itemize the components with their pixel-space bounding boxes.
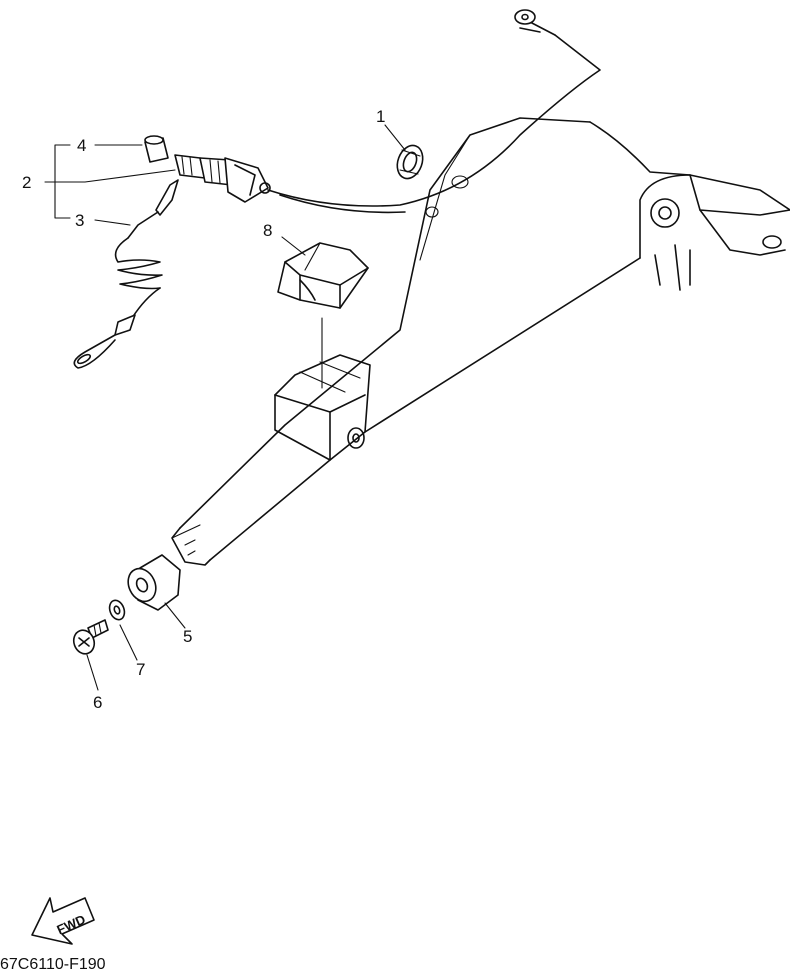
callout-leaders (44, 124, 406, 691)
part-5-grip-collar (127, 554, 181, 611)
part-6-screw (72, 619, 109, 655)
diagram-code: 67C6110-F190 (0, 956, 106, 973)
part-3-lanyard (73, 179, 179, 369)
part-1-grommet (396, 144, 424, 180)
callout-7: 7 (136, 660, 145, 679)
callout-3: 3 (75, 211, 84, 230)
part-4-switch-cap (144, 135, 169, 163)
callout-8: 8 (263, 221, 272, 240)
switch-wire-lead (267, 9, 601, 214)
callout-6: 6 (93, 693, 102, 712)
callout-1: 1 (376, 107, 385, 126)
part-8-cover (277, 242, 369, 309)
callout-2: 2 (22, 173, 31, 192)
fwd-arrow-icon: FWD (31, 897, 95, 945)
part-2-stop-switch (174, 154, 271, 203)
callout-4: 4 (77, 136, 86, 155)
steering-handle-body (171, 117, 790, 566)
callout-5: 5 (183, 627, 192, 646)
part-7-washer (108, 599, 126, 621)
